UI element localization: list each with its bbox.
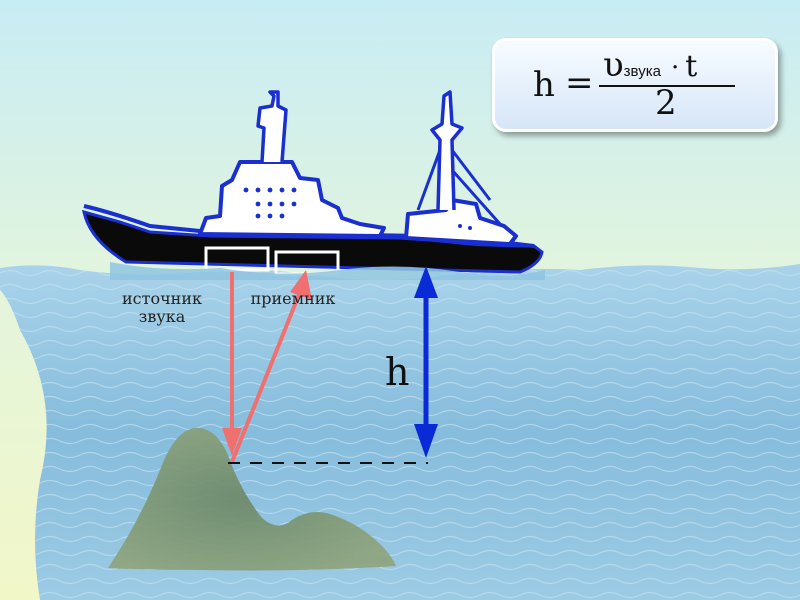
ship-hull bbox=[82, 209, 544, 274]
ship-front-mast bbox=[256, 90, 288, 163]
sound-receiver-label: приемник bbox=[250, 289, 336, 308]
ship-portholes bbox=[243, 187, 472, 230]
sound-source-box bbox=[204, 246, 270, 272]
formula-time: t bbox=[685, 49, 698, 84]
formula-multiply: · bbox=[670, 53, 680, 83]
depth-label: h bbox=[385, 350, 410, 394]
depth-arrow-top-head bbox=[414, 266, 438, 298]
formula-velocity-symbol: υ bbox=[603, 45, 624, 85]
depth-formula: h = υзвука ·t 2 bbox=[492, 38, 778, 132]
ship-rigging bbox=[416, 149, 502, 225]
sound-ray-reflected bbox=[230, 291, 302, 463]
depth-arrow-bottom-head bbox=[414, 424, 438, 458]
ship-rear-cabin bbox=[404, 198, 518, 246]
sound-source-label-line1: источник bbox=[121, 289, 202, 308]
sound-source-label: источник звука bbox=[112, 290, 212, 326]
ship-rear-mast bbox=[430, 90, 464, 211]
sound-source-label-line2: звука bbox=[138, 307, 186, 326]
formula-velocity-subscript: звука bbox=[623, 63, 661, 80]
formula-numerator: υзвука ·t bbox=[603, 45, 697, 85]
formula-fraction-bar bbox=[599, 85, 735, 87]
sound-ray-down-arrowhead bbox=[222, 428, 242, 456]
formula-lhs: h bbox=[533, 65, 555, 105]
sound-ray-reflected-arrowhead bbox=[290, 270, 312, 300]
formula-denominator: 2 bbox=[655, 83, 677, 123]
ship-waterline bbox=[110, 262, 545, 280]
ship-superstructure bbox=[198, 160, 386, 238]
formula-equals: = bbox=[565, 63, 594, 103]
seabed-rock bbox=[108, 427, 396, 571]
